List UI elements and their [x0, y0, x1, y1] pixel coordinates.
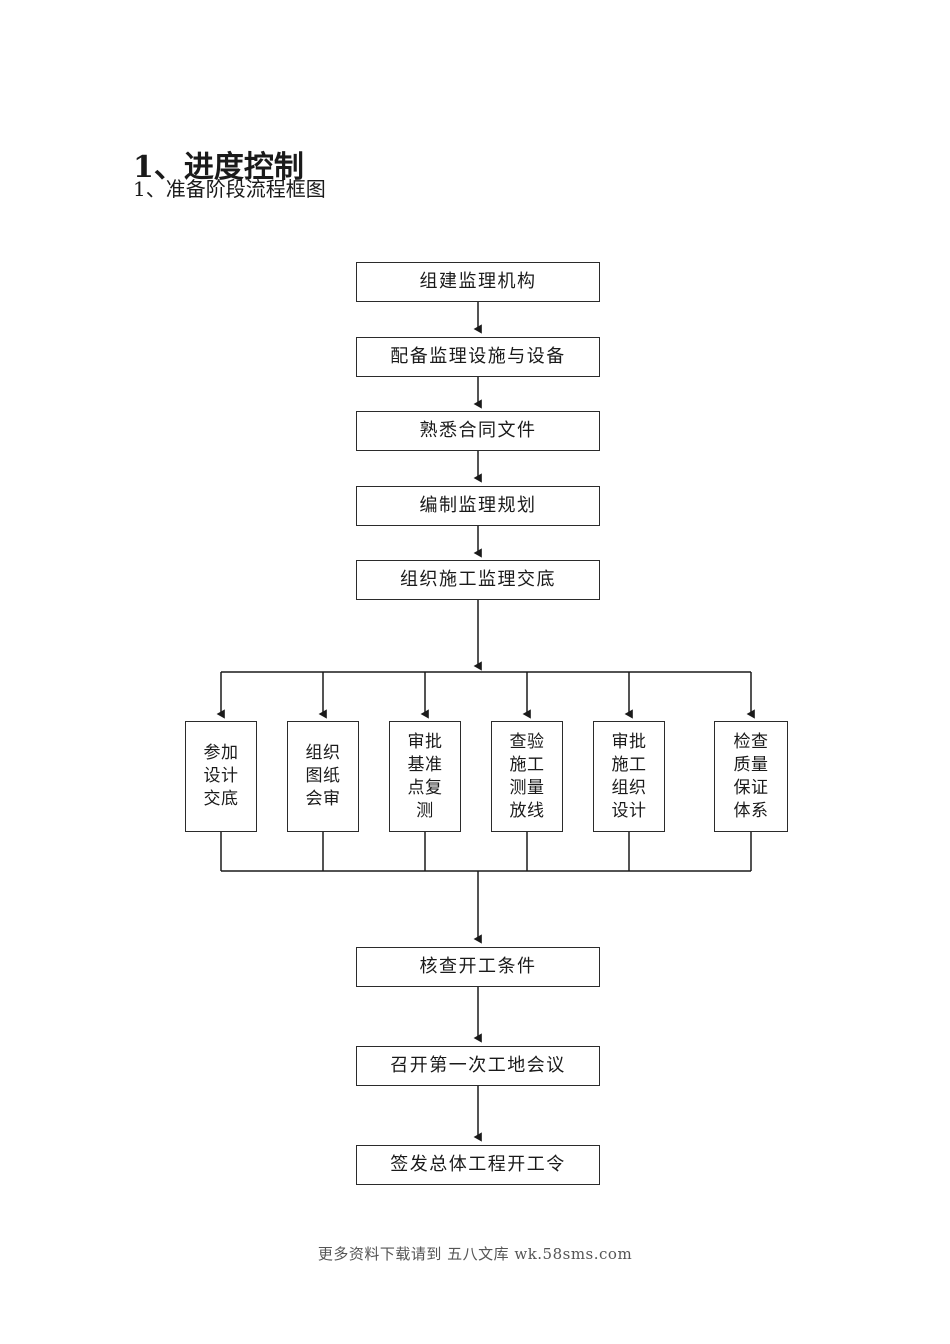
footer-watermark-text: 更多资料下载请到 五八文库 wk.58sms.com — [317, 1245, 633, 1263]
flow-node-label: 编制监理规划 — [419, 495, 537, 516]
flow-node-label: 参加 设计 交底 — [203, 743, 239, 809]
flow-node-label: 核查开工条件 — [419, 956, 537, 977]
flow-node-approve-benchmark-resurvey[interactable]: 审批 基准 点复 测 — [389, 721, 461, 832]
flow-node-first-site-meeting[interactable]: 召开第一次工地会议 — [356, 1046, 600, 1086]
flow-node-organize-supervision-body[interactable]: 组建监理机构 — [356, 262, 600, 302]
page-title: 1、进度控制 — [133, 150, 304, 186]
flow-node-label: 熟悉合同文件 — [419, 420, 537, 441]
flow-node-verify-commencement-conditions[interactable]: 核查开工条件 — [356, 947, 600, 987]
flow-node-issue-commencement-order[interactable]: 签发总体工程开工令 — [356, 1145, 600, 1185]
flow-node-prepare-supervision-plan[interactable]: 编制监理规划 — [356, 486, 600, 526]
flow-node-label: 组织 图纸 会审 — [305, 743, 341, 809]
flow-node-label: 审批 施工 组织 设计 — [611, 731, 647, 821]
flow-node-label: 审批 基准 点复 测 — [407, 731, 443, 821]
section-subtitle: 1、准备阶段流程框图 — [133, 177, 326, 201]
flow-node-label: 组织施工监理交底 — [400, 569, 556, 590]
flow-node-equip-supervision-facilities[interactable]: 配备监理设施与设备 — [356, 337, 600, 377]
flow-node-label: 召开第一次工地会议 — [390, 1055, 566, 1076]
flow-node-construction-supervision-briefing[interactable]: 组织施工监理交底 — [356, 560, 600, 600]
flow-node-label: 签发总体工程开工令 — [390, 1154, 566, 1175]
flow-node-label: 检查 质量 保证 体系 — [733, 731, 769, 821]
flow-node-label: 配备监理设施与设备 — [390, 346, 566, 367]
flow-node-label: 组建监理机构 — [419, 271, 537, 292]
flow-node-check-construction-survey-setout[interactable]: 查验 施工 测量 放线 — [491, 721, 563, 832]
flow-node-study-contract-documents[interactable]: 熟悉合同文件 — [356, 411, 600, 451]
flowchart-diagram: 组建监理机构 配备监理设施与设备 熟悉合同文件 编制监理规划 组织施工监理交底 … — [185, 262, 788, 1185]
flow-node-label: 查验 施工 测量 放线 — [509, 731, 545, 821]
flow-node-inspect-quality-assurance-system[interactable]: 检查 质量 保证 体系 — [714, 721, 788, 832]
flow-node-organize-drawing-review[interactable]: 组织 图纸 会审 — [287, 721, 359, 832]
flow-node-attend-design-briefing[interactable]: 参加 设计 交底 — [185, 721, 257, 832]
flow-node-approve-construction-org-design[interactable]: 审批 施工 组织 设计 — [593, 721, 665, 832]
